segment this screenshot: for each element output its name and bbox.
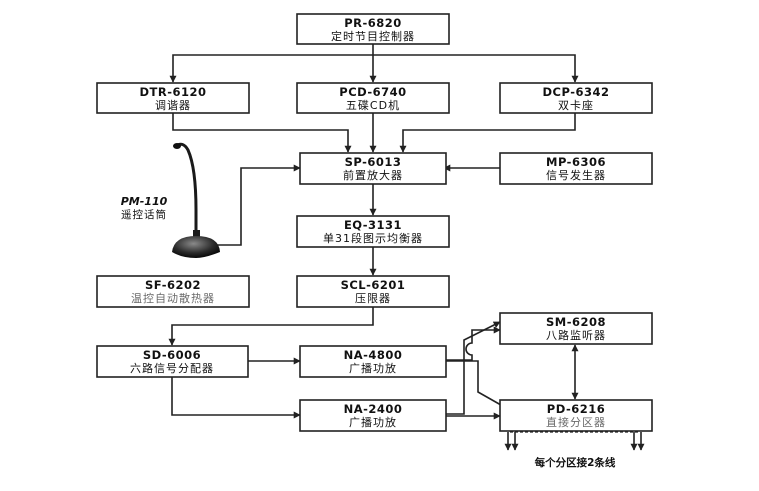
zone-wiring-note: 每个分区接2条线 [535,456,616,469]
box-na2400: NA-2400 广播功放 [299,399,447,432]
box-dcp6342: DCP-6342 双卡座 [499,82,653,114]
microphone-name: 遥控话筒 [121,208,167,221]
box-na4800: NA-4800 广播功放 [299,345,447,378]
box-eq3131-name: 单31段图示均衡器 [323,231,423,245]
connector-na4800-to-sm [446,326,501,361]
box-mp6306-model: MP-6306 [546,155,606,169]
connector-pr-to-dcp [373,54,579,83]
box-sf6202: SF-6202 温控自动散热器 [96,275,250,308]
box-na2400-name: 广播功放 [349,415,397,429]
box-pr6820-model: PR-6820 [344,16,402,30]
box-pcd6740-name: 五碟CD机 [346,98,400,112]
box-pcd6740-model: PCD-6740 [339,85,406,99]
box-dtr6120-name: 调谐器 [155,98,191,112]
box-dtr6120-model: DTR-6120 [139,85,206,99]
box-scl6201-model: SCL-6201 [341,278,406,292]
box-pcd6740: PCD-6740 五碟CD机 [296,82,450,114]
connector-sd-to-na2400 [171,377,301,419]
connections [168,44,645,451]
box-sp6013-model: SP-6013 [345,155,402,169]
microphone-model: PM-110 [121,195,168,208]
connector-pr-to-dtr [169,54,373,83]
box-dcp6342-model: DCP-6342 [543,85,610,99]
box-eq3131: EQ-3131 单31段图示均衡器 [296,215,450,248]
box-sd6006-model: SD-6006 [143,348,201,362]
box-scl6201: SCL-6201 压限器 [296,275,450,308]
box-scl6201-name: 压限器 [355,292,391,305]
box-na2400-model: NA-2400 [344,402,403,416]
box-sf6202-model: SF-6202 [145,278,201,292]
connector-na2400-to-sm [446,321,501,415]
box-sd6006: SD-6006 六路信号分配器 [96,345,249,378]
box-na4800-model: NA-4800 [344,348,403,362]
connector-dcp-to-sp [399,113,576,153]
box-pd6216-name: 直接分区器 [546,415,606,429]
box-sp6013-name: 前置放大器 [343,168,403,182]
box-pr6820: PR-6820 定时节目控制器 [296,13,450,45]
connector-dtr-to-sp [172,113,352,153]
connector-scl-to-sd [168,307,374,346]
gooseneck-microphone-icon [172,142,220,258]
box-pd6216: PD-6216 直接分区器 [499,399,653,432]
box-sf6202-name: 温控自动散热器 [131,291,215,305]
box-sm6208-name: 八路监听器 [546,329,606,342]
box-na4800-name: 广播功放 [349,361,397,375]
box-sm6208-model: SM-6208 [546,315,606,329]
connector-mic-to-sp [212,164,301,246]
box-sp6013: SP-6013 前置放大器 [299,152,447,185]
box-sd6006-name: 六路信号分配器 [130,362,214,375]
connector-na4800-to-pd [446,360,509,410]
box-mp6306: MP-6306 信号发生器 [499,152,653,185]
box-mp6306-name: 信号发生器 [546,168,606,182]
box-pr6820-name: 定时节目控制器 [331,29,415,43]
box-dcp6342-name: 双卡座 [558,98,594,112]
box-eq3131-model: EQ-3131 [344,218,402,232]
box-pd6216-model: PD-6216 [547,402,605,416]
box-dtr6120: DTR-6120 调谐器 [96,82,250,114]
box-sm6208: SM-6208 八路监听器 [499,312,653,345]
